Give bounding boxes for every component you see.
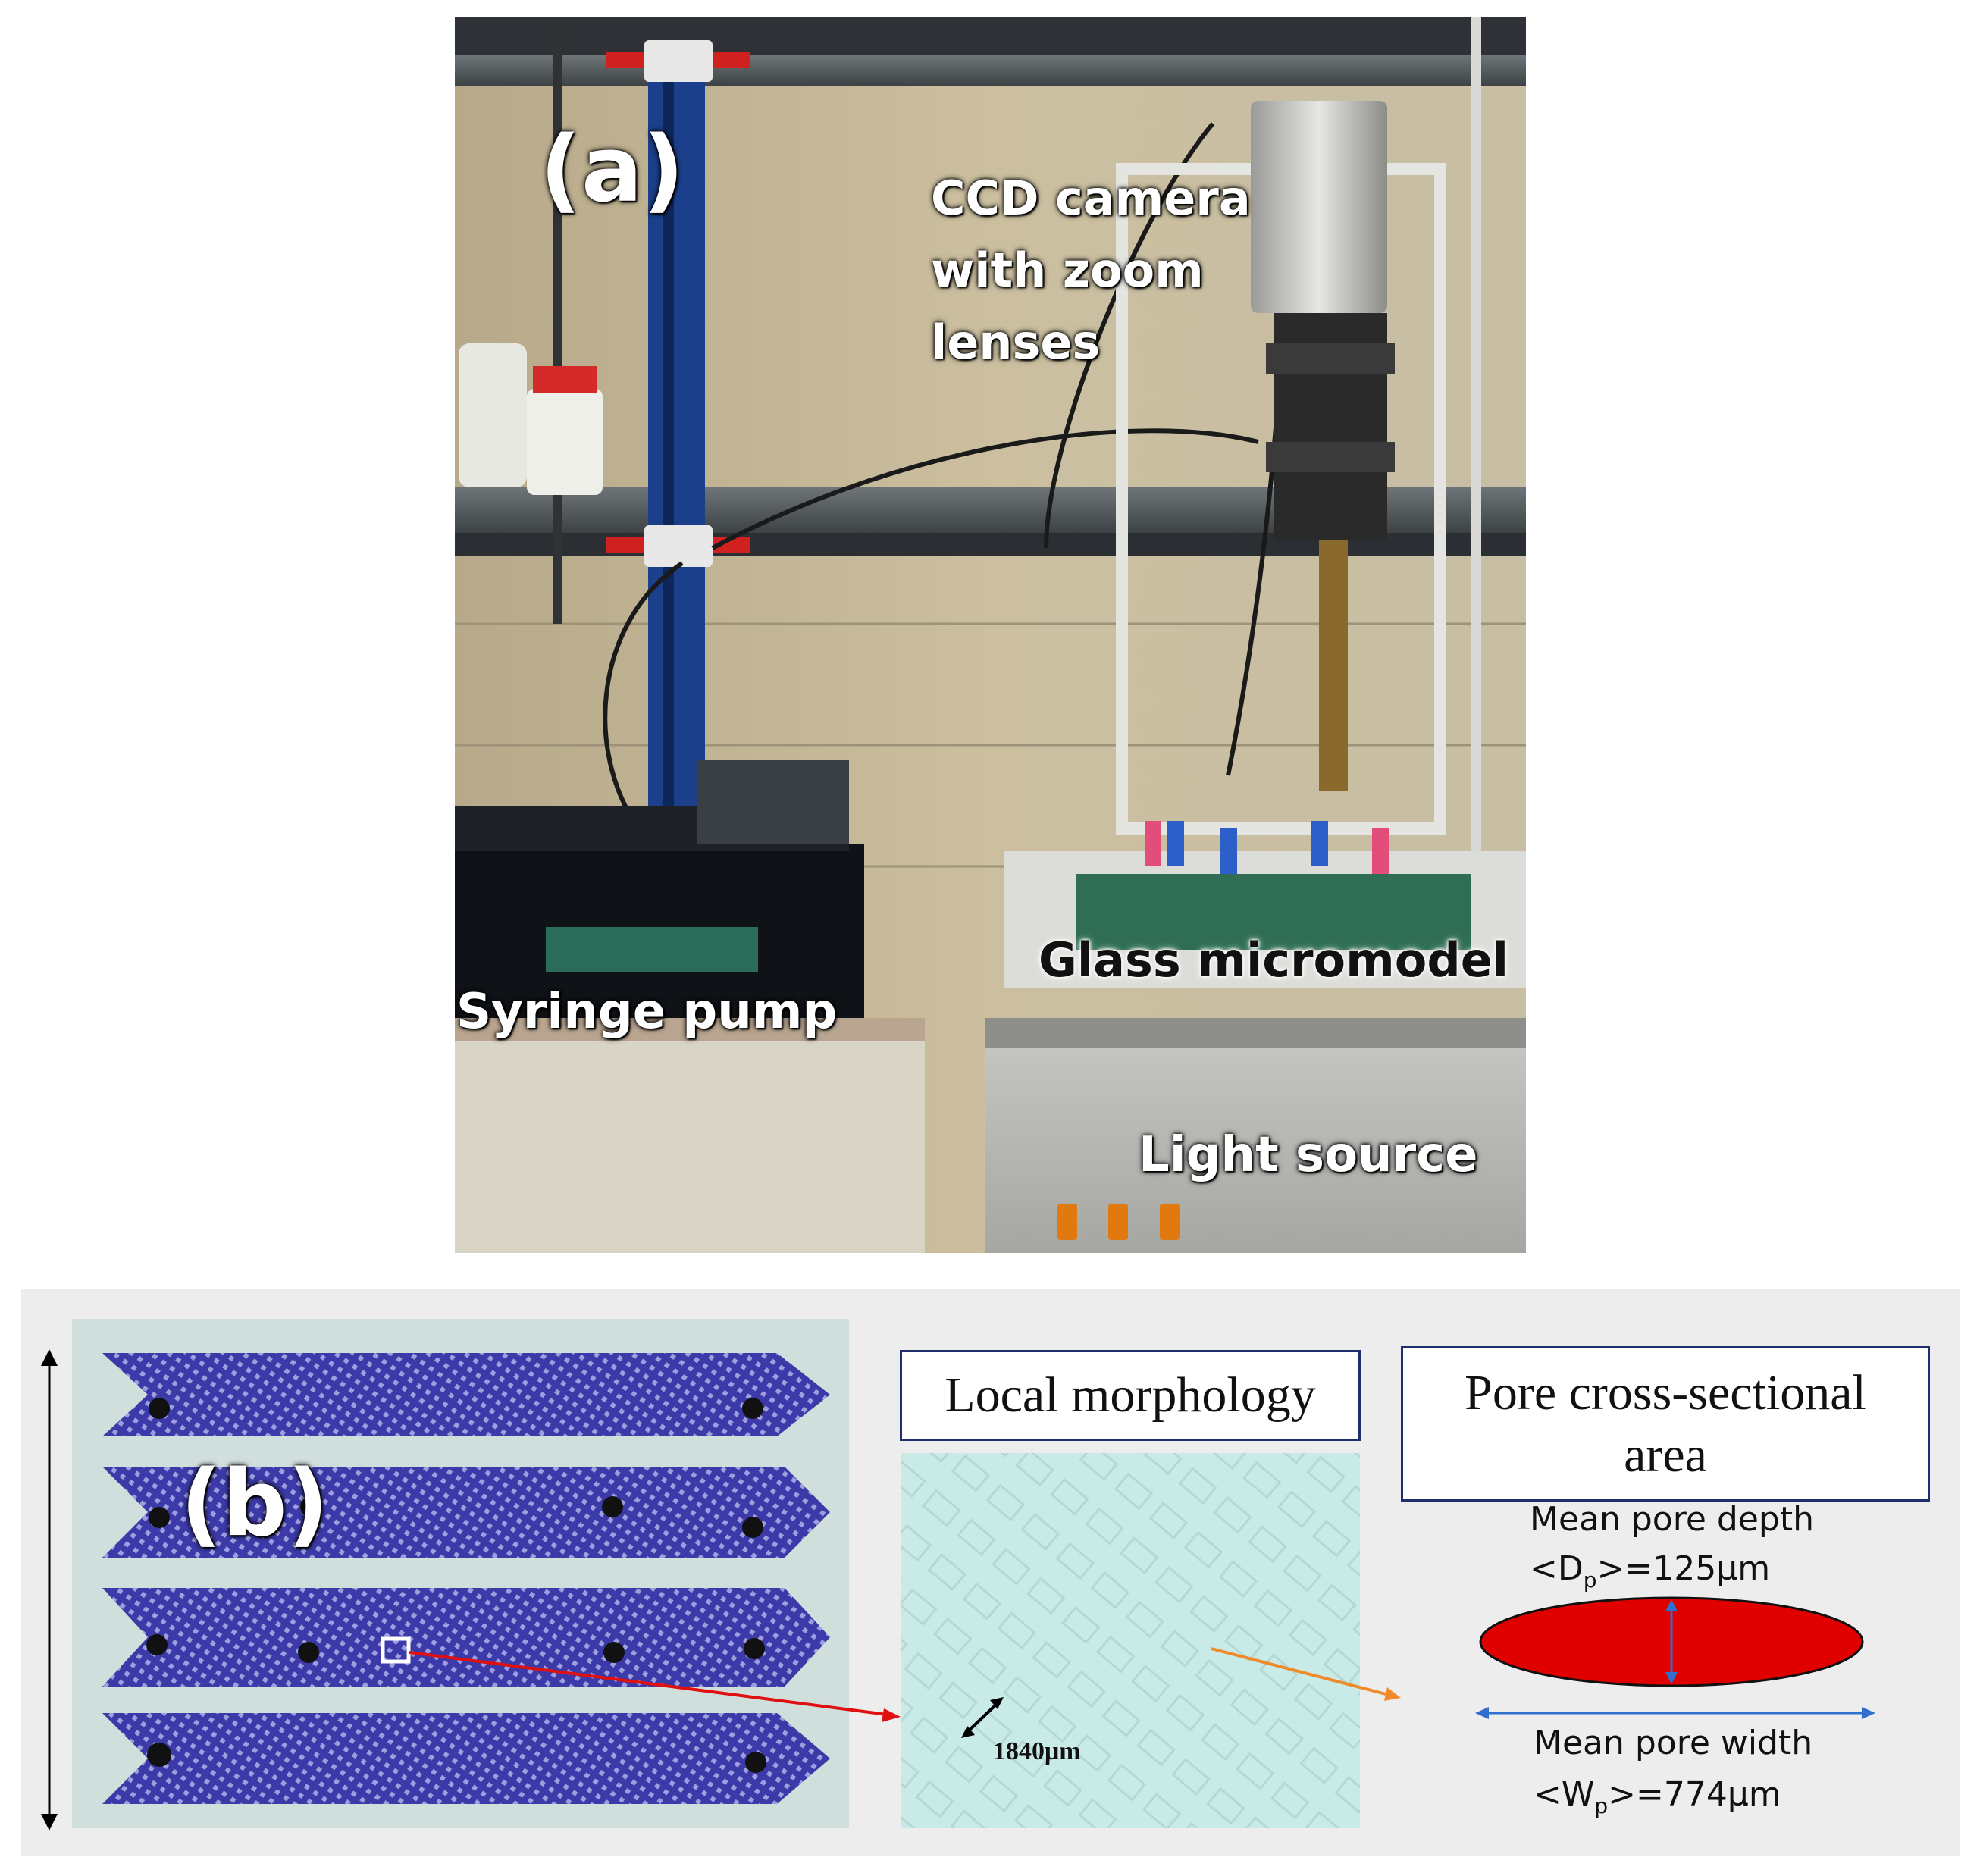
lab-setup-photo — [455, 17, 1526, 1253]
light-source-label: Light source — [1139, 1127, 1478, 1183]
micromodel-image — [72, 1319, 849, 1828]
double-arrow-icon — [41, 1349, 58, 1831]
panel-a-label: (a) — [540, 117, 685, 223]
local-morphology-image — [901, 1453, 1360, 1828]
width-value: <Wp>=774μm — [1534, 1775, 1781, 1818]
camera-label-line3: lenses — [931, 315, 1101, 370]
pore-area-title-line2: area — [1624, 1427, 1707, 1483]
panel-b-label: (b) — [180, 1452, 329, 1557]
scale-label: 1840μm — [993, 1737, 1081, 1765]
camera-label-line1: CCD camera — [931, 171, 1251, 226]
pore-ellipse-diagram — [1475, 1596, 1875, 1719]
width-label: Mean pore width — [1534, 1724, 1813, 1762]
pore-area-title-line1: Pore cross-sectional — [1465, 1364, 1866, 1420]
depth-label: Mean pore depth — [1530, 1500, 1814, 1539]
syringe-pump-label: Syringe pump — [456, 984, 838, 1040]
pore-area-title: Pore cross-sectional area — [1401, 1346, 1930, 1502]
zoom-box-icon — [381, 1636, 411, 1664]
local-morphology-title: Local morphology — [900, 1350, 1361, 1441]
camera-label-line2: with zoom — [931, 243, 1204, 298]
glass-micromodel-label: Glass micromodel — [1039, 932, 1509, 988]
depth-value: <Dp>=125μm — [1530, 1549, 1771, 1593]
